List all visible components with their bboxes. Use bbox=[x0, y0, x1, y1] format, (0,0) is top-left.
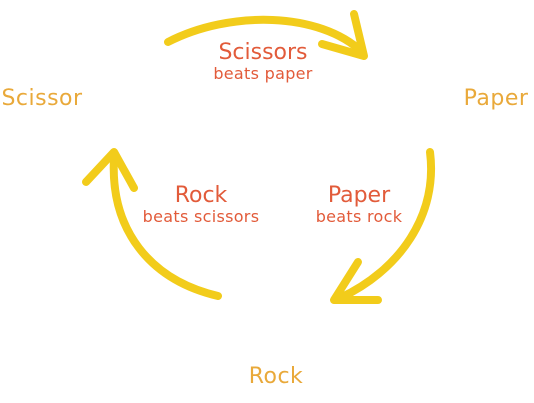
rule-paper-subtitle: beats rock bbox=[315, 207, 403, 227]
rule-rock: Rock beats scissors bbox=[143, 183, 260, 227]
arrow-rock-to-scissor bbox=[82, 148, 222, 300]
node-rock: Rock bbox=[248, 364, 304, 389]
rule-scissors-title: Scissors bbox=[218, 40, 308, 65]
node-paper: Paper bbox=[463, 86, 529, 111]
rule-scissors: Scissors beats paper bbox=[213, 40, 312, 84]
rule-scissors-subtitle: beats paper bbox=[213, 64, 313, 84]
arrow-scissors-to-paper bbox=[164, 10, 368, 60]
rule-rock-subtitle: beats scissors bbox=[142, 207, 260, 227]
arrow-paper-to-rock bbox=[330, 148, 435, 304]
rule-paper: Paper beats rock bbox=[316, 183, 403, 227]
node-scissor: Scissor bbox=[1, 86, 83, 111]
rule-paper-title: Paper bbox=[327, 183, 391, 208]
rule-rock-title: Rock bbox=[174, 183, 228, 208]
